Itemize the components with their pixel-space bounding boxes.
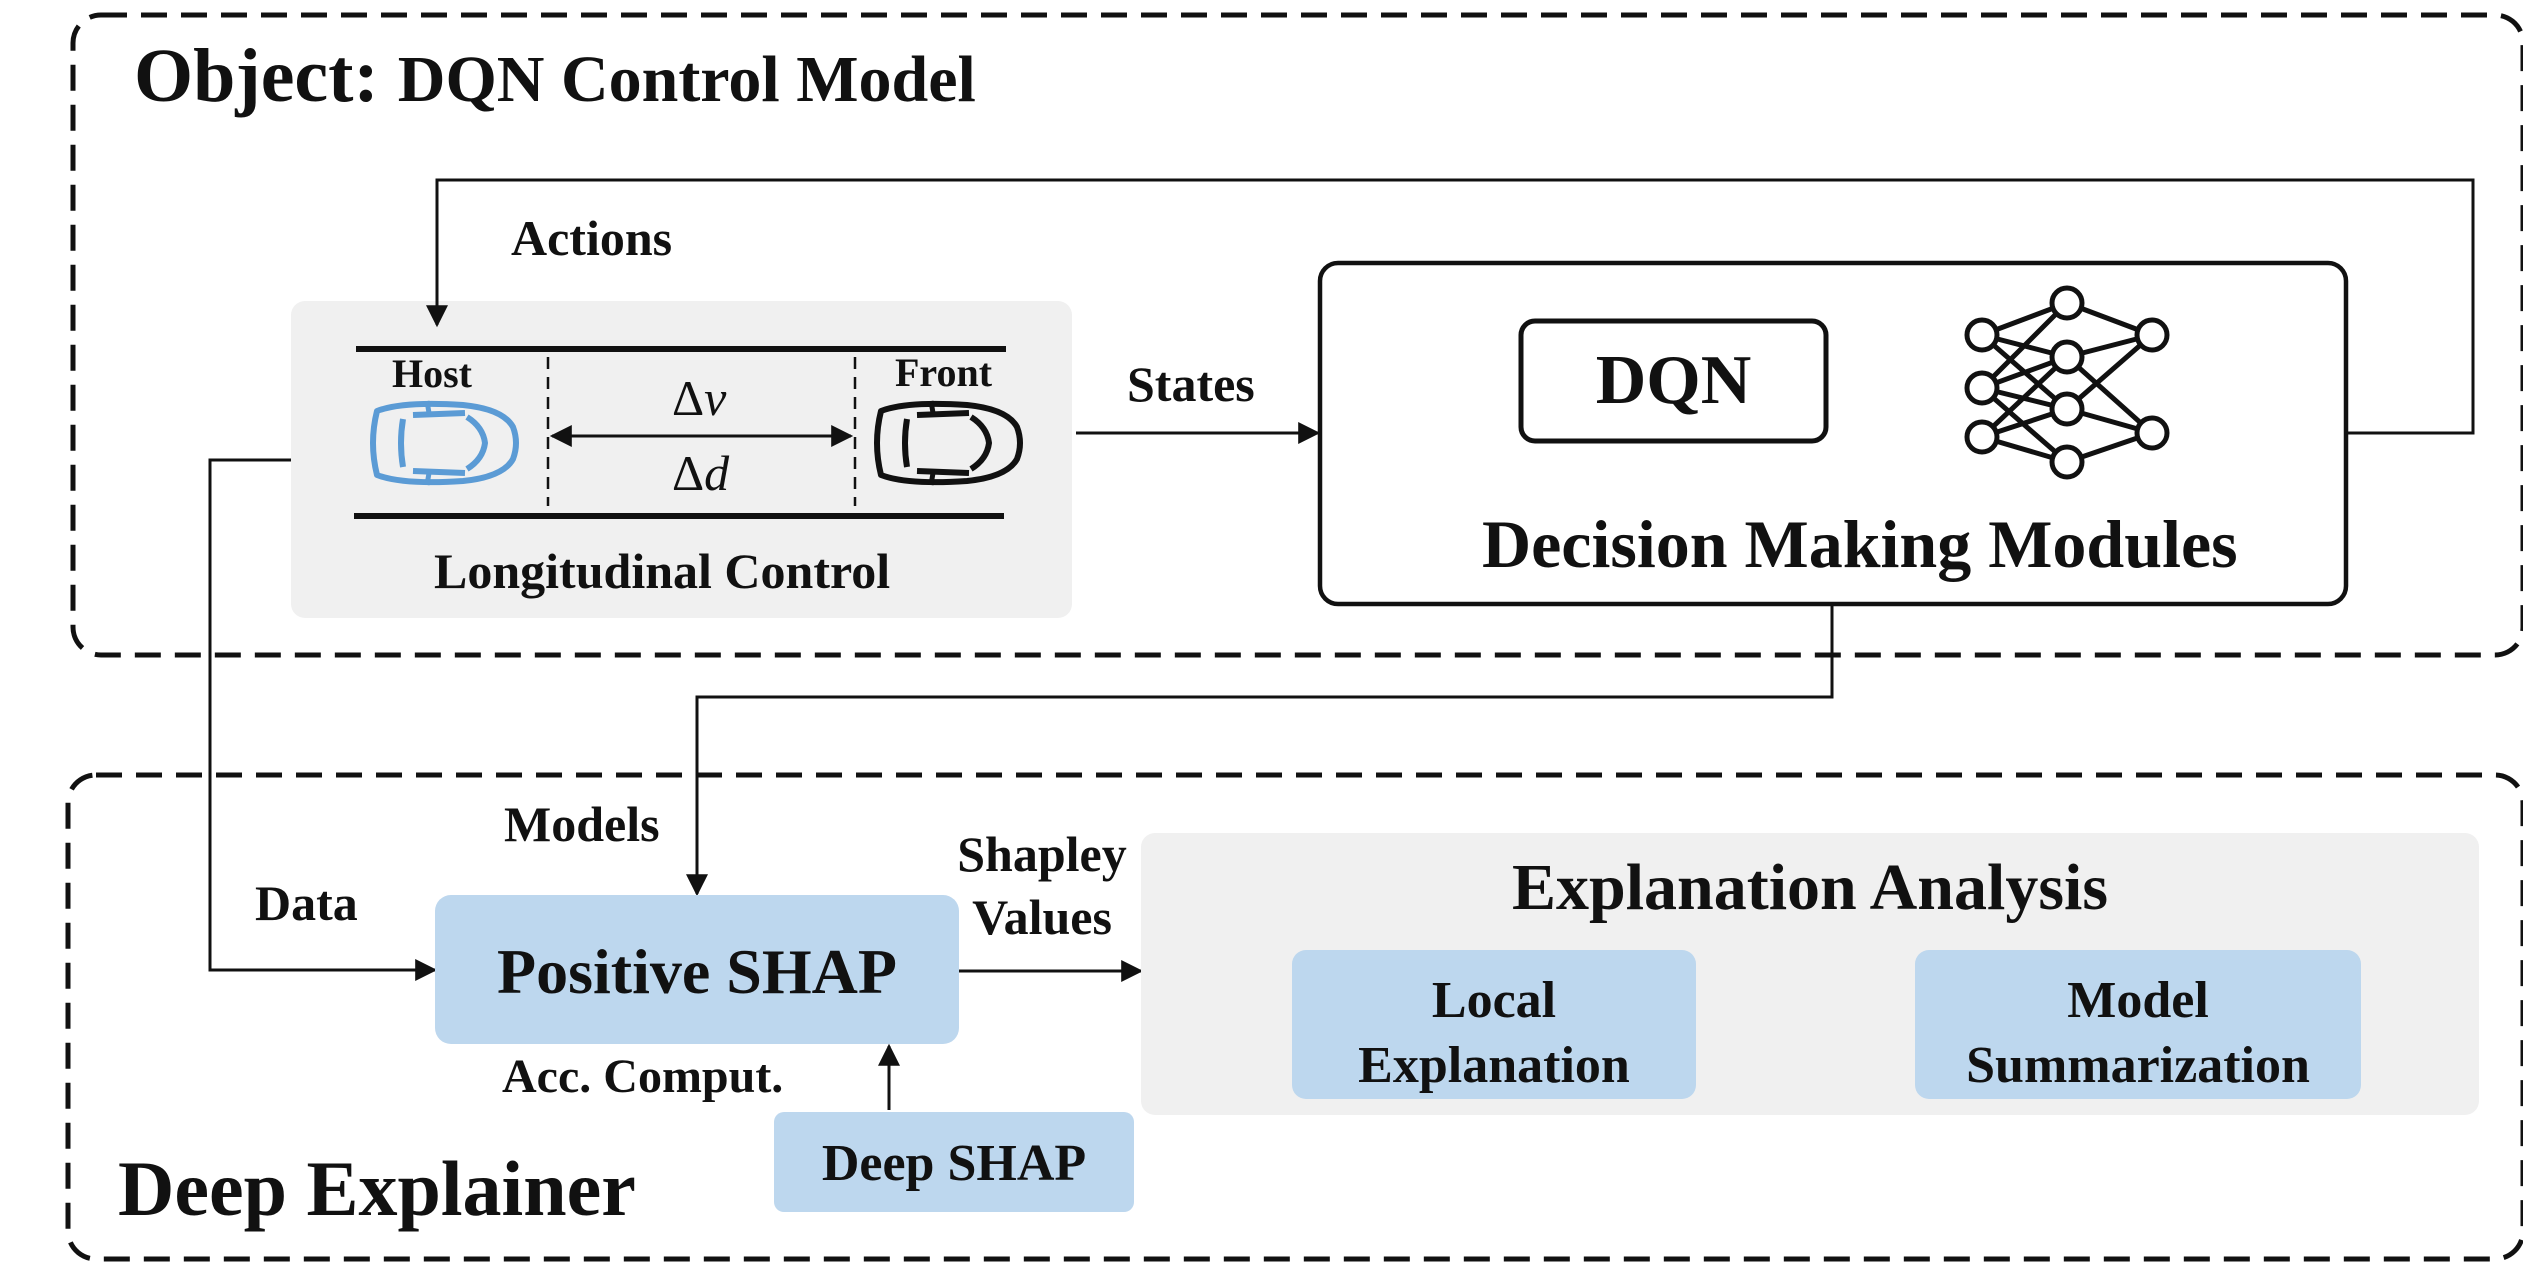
- object-title-rest: DQN Control Model: [397, 43, 976, 116]
- decision-making-title: Decision Making Modules: [1482, 506, 2238, 582]
- model-line-1: Model: [2067, 972, 2209, 1029]
- data-arrow: [208, 458, 438, 981]
- deep-explainer-title: Deep Explainer: [118, 1145, 636, 1232]
- models-arrow: [686, 604, 1834, 897]
- deep-shap-box: [774, 1112, 1134, 1212]
- delta-d-symbol: Δ: [672, 445, 705, 501]
- shapley-line-2: Values: [972, 888, 1112, 945]
- nn-node: [2134, 317, 2170, 353]
- nn-node: [2049, 285, 2085, 321]
- model-summarization-label: Model Summarization: [1915, 968, 2361, 1098]
- actions-arrow: [426, 178, 2475, 435]
- longitudinal-control-box: [291, 301, 1072, 618]
- nn-node: [2049, 391, 2085, 427]
- object-title-prefix: Object:: [134, 34, 379, 118]
- positive-shap-box: [435, 895, 959, 1044]
- states-label: States: [1127, 356, 1255, 412]
- front-label: Front: [895, 350, 993, 395]
- front-car-icon: [874, 400, 1023, 486]
- dqn-box: [1518, 318, 1829, 444]
- explanation-analysis-title: Explanation Analysis: [1511, 851, 2109, 924]
- object-panel-border: [70, 12, 2523, 658]
- explainer-panel-border: [65, 772, 2523, 1262]
- nn-node: [1964, 419, 2000, 455]
- host-car-icon: [370, 400, 519, 486]
- nn-node: [2134, 415, 2170, 451]
- delta-v-label: Δv: [672, 373, 726, 423]
- delta-v-symbol: Δ: [672, 370, 705, 426]
- local-line-1: Local: [1431, 972, 1557, 1029]
- model-summarization-box: [1915, 950, 2361, 1099]
- nn-node: [2049, 444, 2085, 480]
- local-explanation-label: Local Explanation: [1292, 968, 1696, 1098]
- local-line-2: Explanation: [1358, 1037, 1630, 1094]
- shapley-line-1: Shapley: [957, 826, 1127, 882]
- nn-node: [2049, 339, 2085, 375]
- positive-shap-label: Positive SHAP: [497, 936, 897, 1007]
- data-label: Data: [255, 875, 358, 931]
- shapley-values-label: Shapley Values: [942, 823, 1142, 948]
- nn-node: [1964, 370, 2000, 406]
- models-label: Models: [504, 796, 660, 852]
- neural-network-icon: [1964, 285, 2170, 480]
- acc-comput-label: Acc. Comput.: [502, 1050, 784, 1103]
- deep-shap-label: Deep SHAP: [821, 1135, 1087, 1192]
- host-label: Host: [392, 351, 472, 396]
- delta-v-var: v: [704, 370, 727, 426]
- longitudinal-control-title: Longitudinal Control: [434, 543, 891, 599]
- local-explanation-box: [1292, 950, 1696, 1099]
- nn-node: [1964, 317, 2000, 353]
- delta-d-label: Δd: [672, 448, 729, 498]
- model-line-2: Summarization: [1966, 1037, 2310, 1094]
- actions-label: Actions: [511, 210, 673, 266]
- dqn-label: DQN: [1595, 342, 1752, 419]
- delta-d-var: d: [704, 445, 730, 501]
- object-title: Object: DQN Control Model: [134, 38, 976, 114]
